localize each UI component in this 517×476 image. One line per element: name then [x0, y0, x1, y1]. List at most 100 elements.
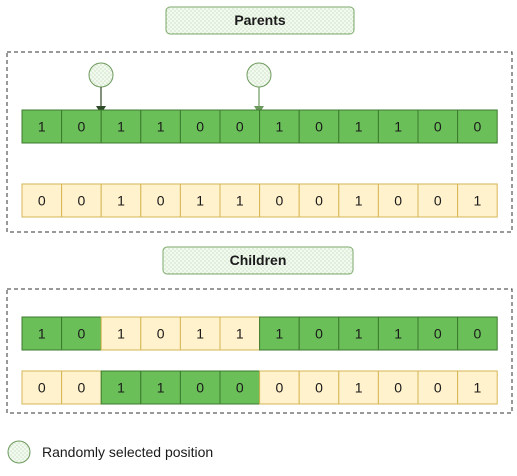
gene-bit: 0: [196, 380, 204, 396]
gene-cell: 1: [457, 370, 498, 405]
gene-cell: 0: [179, 370, 221, 405]
gene-bit: 1: [394, 326, 402, 342]
gene-cell: 1: [100, 183, 142, 218]
gene-bit: 0: [394, 193, 402, 209]
gene-cell: 1: [338, 370, 379, 405]
marker-circle-icon: [88, 62, 114, 88]
gene-cell: 0: [219, 109, 261, 144]
gene-cell: 0: [21, 370, 63, 405]
gene-cell-box: [61, 370, 102, 405]
gene-bit: 1: [394, 119, 402, 135]
gene-cell: 1: [338, 183, 379, 218]
gene-cell: 1: [140, 370, 181, 405]
gene-bit: 1: [38, 326, 46, 342]
gene-cell: 1: [259, 109, 300, 144]
gene-cell: 0: [417, 370, 459, 405]
gene-bit: 1: [157, 119, 165, 135]
gene-cell-box: [100, 109, 142, 144]
gene-bit: 1: [157, 380, 165, 396]
gene-cell: 1: [21, 316, 63, 351]
gene-cell-box: [100, 370, 142, 405]
gene-bit: 0: [78, 380, 86, 396]
gene-bit: 1: [117, 119, 125, 135]
gene-cell: 0: [179, 109, 221, 144]
gene-cell-box: [61, 109, 102, 144]
gene-cell-box: [219, 109, 261, 144]
gene-cell-box: [377, 316, 419, 351]
gene-cell: 1: [457, 183, 498, 218]
gene-bit: 1: [38, 119, 46, 135]
gene-cell: 0: [377, 370, 419, 405]
gene-cell: 1: [338, 316, 379, 351]
gene-cell-box: [457, 370, 498, 405]
gene-cell: 1: [179, 316, 221, 351]
gene-cell: 0: [457, 316, 498, 351]
gene-cell: 0: [259, 370, 300, 405]
gene-cell: 1: [338, 109, 379, 144]
gene-cell-box: [457, 316, 498, 351]
gene-bit: 0: [434, 193, 442, 209]
gene-cell-box: [298, 316, 340, 351]
gene-bit: 0: [315, 193, 323, 209]
gene-cell-box: [140, 109, 181, 144]
gene-bit: 1: [117, 380, 125, 396]
gene-cell-box: [140, 370, 181, 405]
gene-cell: 0: [140, 183, 181, 218]
gene-cell-box: [259, 183, 300, 218]
gene-bit: 1: [196, 193, 204, 209]
gene-cell-box: [259, 109, 300, 144]
gene-cell-box: [140, 183, 181, 218]
gene-cell: 1: [100, 316, 142, 351]
gene-cell-box: [100, 183, 142, 218]
marker-circle-icon: [246, 62, 272, 88]
gene-cell: 0: [298, 183, 340, 218]
legend-marker-icon: [7, 440, 31, 464]
gene-bit: 0: [38, 193, 46, 209]
gene-cell: 1: [179, 183, 221, 218]
gene-bit: 0: [474, 119, 482, 135]
gene-bit: 0: [236, 380, 244, 396]
gene-cell-box: [219, 370, 261, 405]
gene-bit: 0: [236, 119, 244, 135]
gene-bit: 1: [355, 326, 363, 342]
children-label-box: Children: [162, 246, 354, 275]
gene-bit: 1: [117, 193, 125, 209]
gene-bit: 0: [78, 326, 86, 342]
gene-bit: 0: [434, 380, 442, 396]
gene-bit: 1: [355, 380, 363, 396]
gene-cell-box: [417, 183, 459, 218]
gene-bit: 0: [474, 326, 482, 342]
gene-bit: 0: [78, 119, 86, 135]
gene-cell-box: [179, 183, 221, 218]
gene-bit: 0: [157, 326, 165, 342]
gene-cell-box: [298, 109, 340, 144]
gene-cell-box: [21, 316, 63, 351]
gene-cell: 0: [140, 316, 181, 351]
gene-bit: 1: [196, 326, 204, 342]
gene-cell-box: [417, 316, 459, 351]
gene-cell: 1: [377, 109, 419, 144]
gene-bit: 0: [434, 119, 442, 135]
gene-bit: 1: [474, 380, 482, 396]
gene-cell-box: [179, 316, 221, 351]
gene-cell: 0: [377, 183, 419, 218]
gene-bit: 0: [196, 119, 204, 135]
gene-cell: 1: [377, 316, 419, 351]
gene-cell: 1: [100, 370, 142, 405]
gene-cell: 0: [417, 183, 459, 218]
gene-bit: 1: [355, 193, 363, 209]
gene-cell: 0: [61, 316, 102, 351]
gene-cell: 0: [417, 109, 459, 144]
gene-bit: 0: [434, 326, 442, 342]
gene-bit: 1: [474, 193, 482, 209]
gene-cell-box: [377, 370, 419, 405]
legend-text: Randomly selected position: [42, 444, 213, 460]
gene-cell-box: [179, 109, 221, 144]
gene-cell: 0: [298, 109, 340, 144]
gene-cell: 1: [21, 109, 63, 144]
gene-cell-box: [140, 316, 181, 351]
